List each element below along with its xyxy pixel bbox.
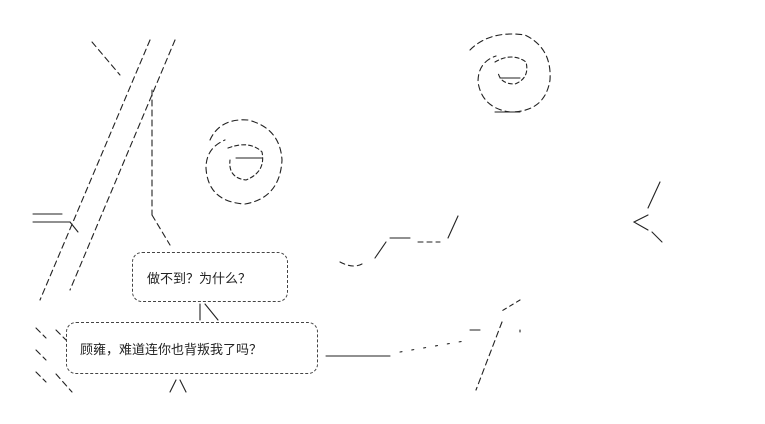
right-side-strokes bbox=[399, 181, 663, 391]
bubble-connectors bbox=[169, 303, 391, 393]
speech-text-upper: 做不到？为什么？ bbox=[147, 272, 252, 287]
left-equals-marks bbox=[32, 213, 79, 233]
left-figure-strokes bbox=[39, 39, 176, 301]
speech-bubble-lower bbox=[66, 322, 318, 374]
speech-text-lower: 顾雍，难道连你也背叛我了吗？ bbox=[80, 343, 263, 358]
right-spiral-eye bbox=[469, 33, 551, 113]
speech-bubble-upper bbox=[132, 252, 288, 302]
face-lines bbox=[339, 215, 459, 267]
bottom-left-marks bbox=[35, 327, 521, 393]
left-spiral-eye bbox=[205, 119, 283, 205]
